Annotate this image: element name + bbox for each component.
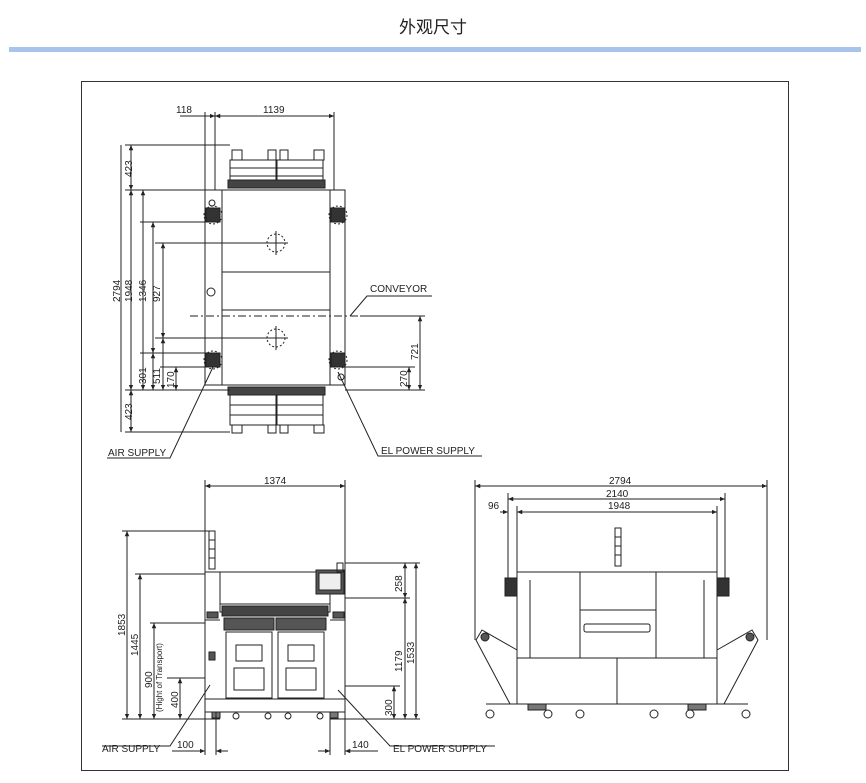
dim-1179: 1179 [394, 650, 405, 672]
title-divider [9, 47, 861, 52]
dim-140: 140 [352, 740, 369, 751]
dim-170: 170 [166, 371, 177, 388]
drawing-frame [81, 81, 789, 771]
dim-423-bottom: 423 [124, 403, 135, 420]
dim-423-top: 423 [124, 160, 135, 177]
bottom-feeder-bank [227, 386, 326, 434]
dim-900: 900 [144, 671, 155, 688]
machine-body-top [204, 189, 346, 386]
label-air-supply-top: AIR SUPPLY [108, 448, 166, 459]
dim-1533: 1533 [406, 641, 417, 664]
dim-2794-side: 2794 [609, 476, 632, 487]
transport-height-note: (Hight of Transport) [155, 643, 164, 712]
dim-927: 927 [152, 285, 163, 302]
label-el-power-top: EL POWER SUPPLY [381, 446, 475, 457]
dim-270: 270 [399, 370, 410, 387]
dim-301: 301 [138, 367, 149, 384]
feeder-cart-right [716, 629, 759, 705]
dim-400: 400 [170, 691, 181, 708]
dim-96: 96 [488, 501, 500, 512]
side-feeder [504, 577, 518, 597]
front-view [102, 480, 495, 755]
dim-118: 118 [176, 105, 192, 116]
corner-unit [205, 352, 221, 368]
corner-unit [330, 207, 346, 223]
front-feeder-cart [277, 631, 325, 699]
feeder-cart-left [475, 629, 518, 705]
top-feeder-bank [227, 149, 326, 189]
label-air-supply-front: AIR SUPPLY [102, 744, 160, 755]
side-feeder [716, 577, 730, 597]
dim-2140: 2140 [606, 489, 629, 500]
dim-1853: 1853 [117, 613, 128, 636]
top-view [107, 112, 482, 459]
label-conveyor: CONVEYOR [370, 284, 427, 295]
dim-1139: 1139 [263, 105, 285, 116]
dim-1445: 1445 [130, 633, 141, 656]
signal-tower [208, 530, 216, 570]
dim-100: 100 [177, 740, 194, 751]
dim-1948: 1948 [124, 279, 135, 302]
dim-300: 300 [384, 699, 395, 716]
front-view-dims: 1374 1853 1445 900 (Hight of Transport) … [102, 476, 487, 755]
dim-2794: 2794 [112, 279, 123, 302]
signal-tower-side [614, 527, 622, 567]
corner-unit [330, 352, 346, 368]
dim-1948-side: 1948 [608, 501, 631, 512]
top-view-dims: 118 1139 423 2794 1948 1346 927 301 511 … [108, 105, 475, 459]
dim-258: 258 [394, 575, 405, 592]
side-view [474, 480, 768, 719]
dim-511: 511 [152, 368, 163, 384]
dim-1346: 1346 [138, 279, 149, 302]
dim-721: 721 [410, 343, 421, 360]
dim-1374: 1374 [264, 476, 287, 487]
machine-body-side [516, 571, 718, 659]
label-el-power-front: EL POWER SUPPLY [393, 744, 487, 755]
front-feeder-cart [225, 631, 273, 699]
corner-unit [205, 207, 221, 223]
side-view-dims: 2794 2140 96 1948 [488, 476, 632, 512]
page-title: 外观尺寸 [399, 18, 467, 38]
